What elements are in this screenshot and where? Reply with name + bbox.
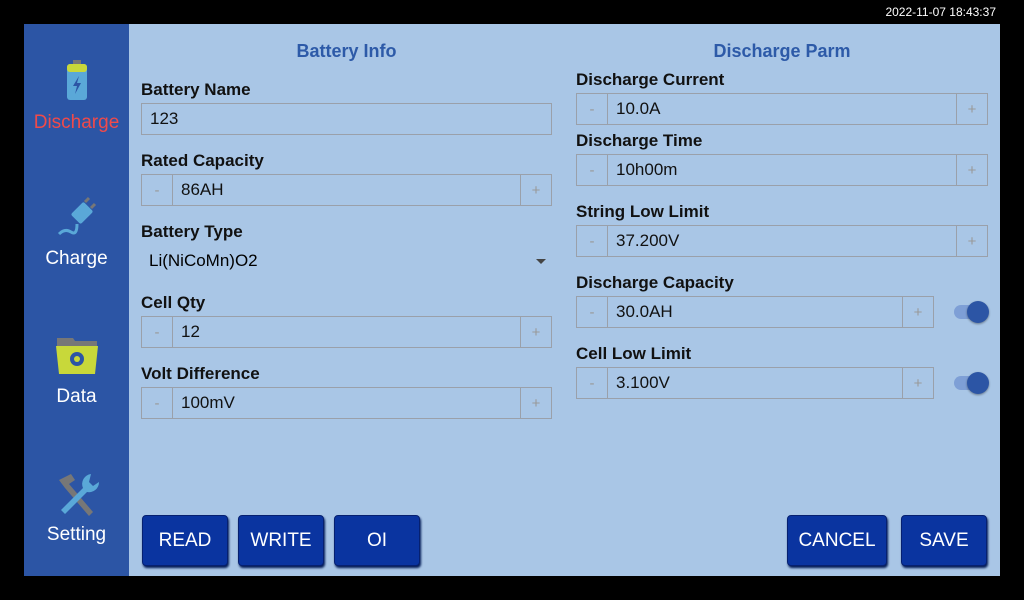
volt-difference-label: Volt Difference	[141, 364, 260, 383]
rated-capacity-label: Rated Capacity	[141, 151, 264, 170]
volt-difference-value[interactable]: 100mV	[181, 393, 235, 412]
battery-type-select[interactable]: Li(NiCoMn)O2	[141, 245, 552, 277]
discharge-current-label: Discharge Current	[576, 70, 725, 89]
oi-button[interactable]: OI	[334, 515, 420, 566]
cell-qty-value[interactable]: 12	[181, 322, 200, 341]
discharge-time-stepper[interactable]: -10h00m +	[576, 154, 988, 186]
decrement-button[interactable]: -	[142, 175, 173, 205]
decrement-button[interactable]: -	[142, 388, 173, 418]
write-button[interactable]: WRITE	[238, 515, 324, 566]
string-low-limit-stepper[interactable]: -37.200V +	[576, 225, 988, 257]
increment-button[interactable]: +	[520, 175, 551, 205]
increment-button[interactable]: +	[956, 155, 987, 185]
battery-info-title: Battery Info	[296, 41, 397, 61]
sidebar-item-charge[interactable]: Charge	[24, 194, 129, 270]
battery-name-value: 123	[150, 109, 179, 128]
sidebar-item-setting[interactable]: Setting	[24, 470, 129, 546]
increment-button[interactable]: +	[956, 94, 987, 124]
discharge-current-value[interactable]: 10.0A	[616, 99, 661, 118]
discharge-parm-title: Discharge Parm	[713, 41, 851, 61]
rated-capacity-stepper[interactable]: -86AH +	[141, 174, 552, 206]
rated-capacity-value[interactable]: 86AH	[181, 180, 224, 199]
discharge-time-value[interactable]: 10h00m	[616, 160, 678, 179]
cell-qty-label: Cell Qty	[141, 293, 206, 312]
battery-type-label: Battery Type	[141, 222, 243, 241]
discharge-capacity-label: Discharge Capacity	[576, 273, 734, 292]
app-window: Discharge Charge Data Setting Battery In…	[24, 24, 1000, 576]
sidebar-item-data[interactable]: Data	[24, 332, 129, 408]
sidebar: Discharge Charge Data Setting	[24, 24, 129, 576]
string-low-limit-value[interactable]: 37.200V	[616, 231, 680, 250]
read-button[interactable]: READ	[142, 515, 228, 566]
sidebar-item-label: Setting	[46, 524, 107, 545]
sidebar-item-label: Data	[56, 386, 97, 407]
string-low-limit-label: String Low Limit	[576, 202, 710, 221]
decrement-button[interactable]: -	[577, 94, 608, 124]
decrement-button[interactable]: -	[577, 297, 608, 327]
decrement-button[interactable]: -	[577, 368, 608, 398]
dropdown-arrow-icon	[536, 258, 546, 264]
volt-difference-stepper[interactable]: -100mV +	[141, 387, 552, 419]
increment-button[interactable]: +	[520, 317, 551, 347]
cell-low-limit-label: Cell Low Limit	[576, 344, 692, 363]
discharge-current-stepper[interactable]: -10.0A +	[576, 93, 988, 125]
decrement-button[interactable]: -	[142, 317, 173, 347]
decrement-button[interactable]: -	[577, 226, 608, 256]
cell-low-limit-stepper[interactable]: -3.100V +	[576, 367, 934, 399]
discharge-capacity-stepper[interactable]: -30.0AH +	[576, 296, 934, 328]
sidebar-item-label: Charge	[45, 248, 108, 269]
cell-low-limit-toggle[interactable]	[954, 372, 989, 394]
sidebar-item-discharge[interactable]: Discharge	[24, 58, 129, 134]
increment-button[interactable]: +	[520, 388, 551, 418]
discharge-capacity-value[interactable]: 30.0AH	[616, 302, 673, 321]
cell-qty-stepper[interactable]: -12 +	[141, 316, 552, 348]
battery-name-input[interactable]: 123	[141, 103, 552, 135]
sidebar-item-label: Discharge	[33, 112, 120, 133]
battery-type-value: Li(NiCoMn)O2	[149, 251, 258, 270]
folder-gear-icon	[55, 338, 98, 374]
tools-icon	[58, 474, 99, 516]
plug-icon	[57, 196, 96, 236]
decrement-button[interactable]: -	[577, 155, 608, 185]
status-clock: 2022-11-07 18:43:37	[885, 5, 996, 19]
increment-button[interactable]: +	[956, 226, 987, 256]
cancel-button[interactable]: CANCEL	[787, 515, 887, 566]
discharge-capacity-toggle[interactable]	[954, 301, 989, 323]
battery-name-label: Battery Name	[141, 80, 251, 99]
increment-button[interactable]: +	[902, 368, 933, 398]
battery-icon	[66, 60, 87, 100]
save-button[interactable]: SAVE	[901, 515, 987, 566]
discharge-time-label: Discharge Time	[576, 131, 703, 150]
increment-button[interactable]: +	[902, 297, 933, 327]
cell-low-limit-value[interactable]: 3.100V	[616, 373, 670, 392]
